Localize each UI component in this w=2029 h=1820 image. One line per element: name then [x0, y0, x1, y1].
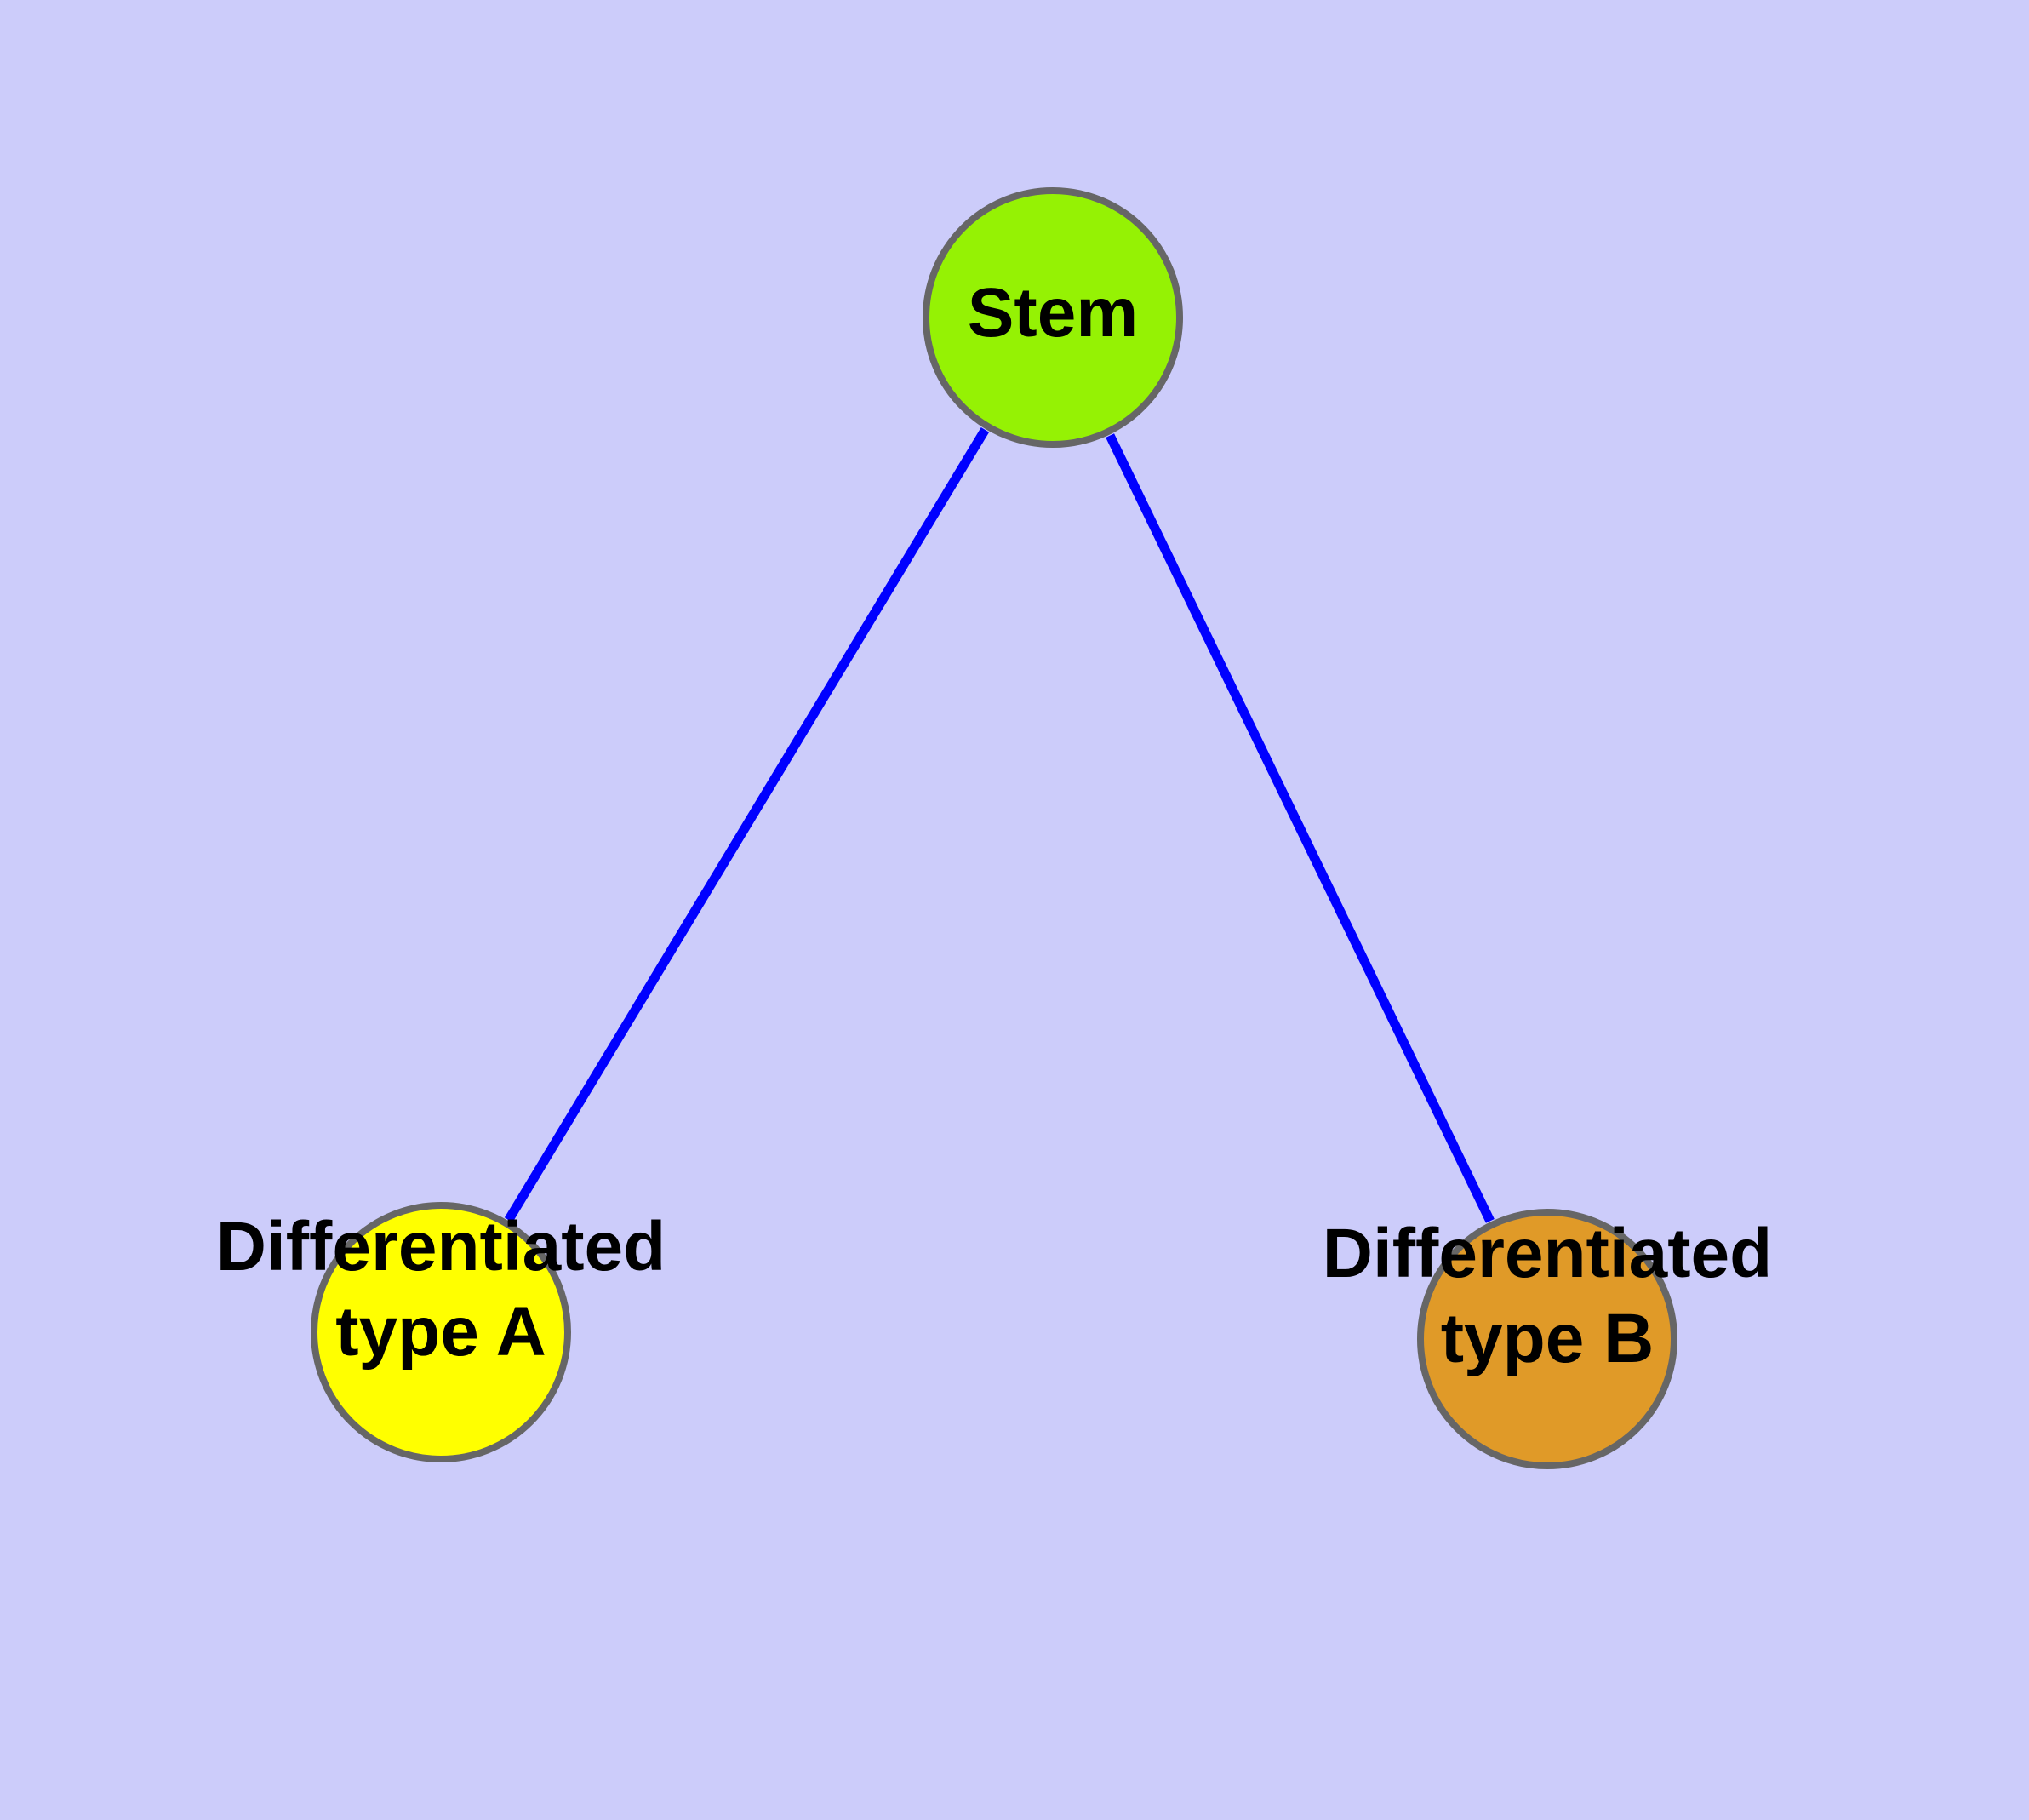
node-label-stem: Stem	[968, 274, 1139, 352]
node-label-diff_a: Differentiated type A	[216, 1208, 666, 1371]
node-circle-stem[interactable]	[923, 187, 1183, 448]
node-stem[interactable]	[923, 187, 1183, 448]
node-label-line: Stem	[968, 274, 1139, 352]
edges-layer	[504, 427, 1495, 1223]
node-label-line: type A	[335, 1293, 546, 1371]
node-label-diff_b: Differentiated type B	[1323, 1215, 1773, 1377]
node-label-line: Differentiated	[1323, 1215, 1773, 1292]
node-circle-diff_b[interactable]	[1417, 1209, 1677, 1469]
node-diff_a[interactable]	[311, 1202, 571, 1462]
node-label-line: Differentiated	[216, 1208, 666, 1285]
node-label-line: type B	[1441, 1300, 1655, 1377]
edge-stem-to-a[interactable]	[504, 427, 990, 1222]
node-diff_b[interactable]	[1417, 1209, 1677, 1469]
edge-stem-to-b[interactable]	[1106, 433, 1495, 1223]
node-circle-diff_a[interactable]	[311, 1202, 571, 1462]
